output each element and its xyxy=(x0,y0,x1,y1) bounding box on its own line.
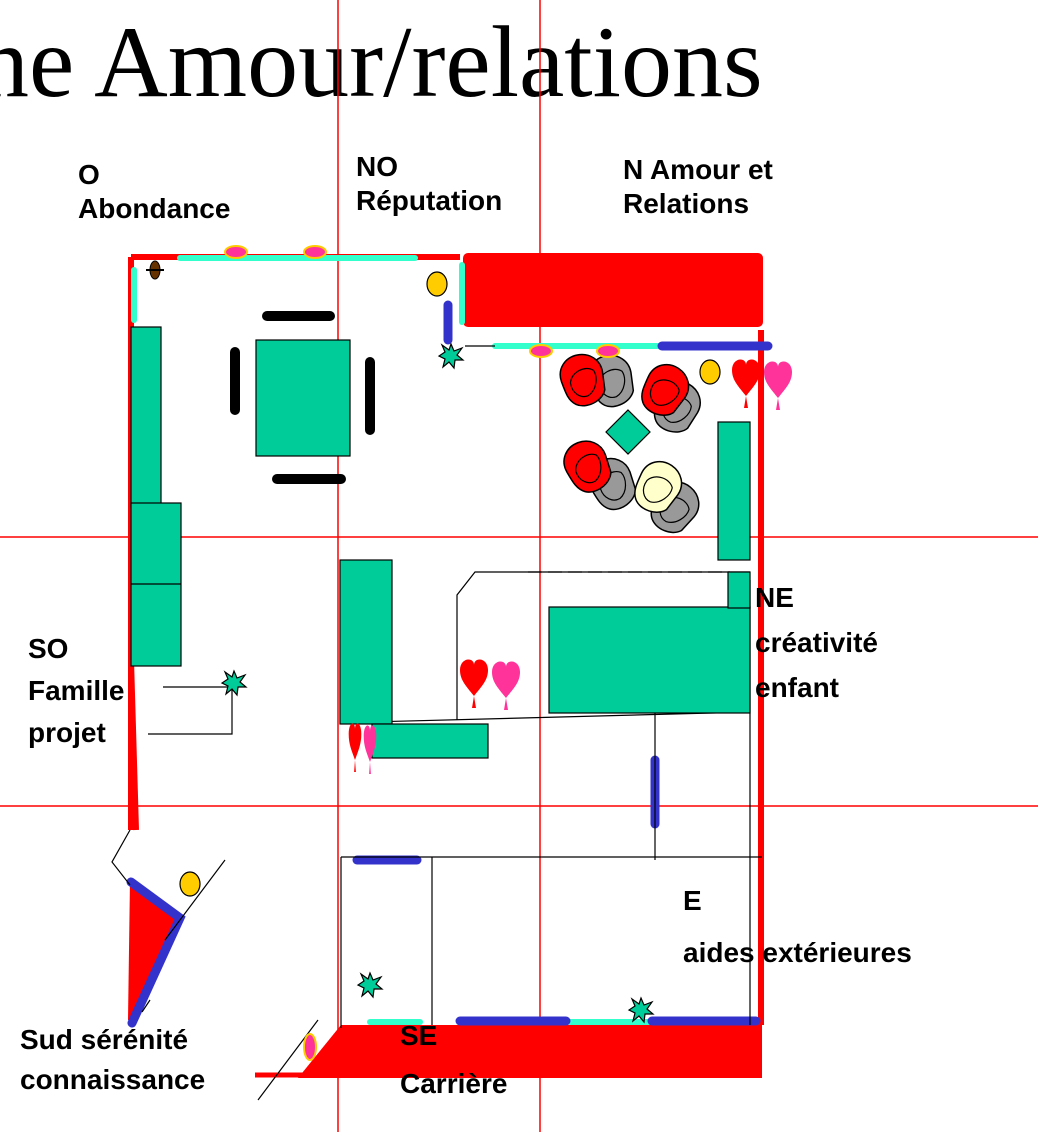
zone-label-o: O Abondance xyxy=(78,158,230,226)
heart-icon xyxy=(732,359,760,408)
mirror-icon xyxy=(529,344,553,358)
plant-icon xyxy=(221,670,247,696)
zone-label-ne: NE créativité enfant xyxy=(755,575,878,710)
windows xyxy=(131,255,663,1025)
zone-se-direction: SE xyxy=(400,1020,438,1051)
zone-so-name: Famille xyxy=(28,675,125,706)
zone-sud-direction: Sud sérénité xyxy=(20,1024,189,1055)
zone-o-name: Abondance xyxy=(78,193,231,224)
dining-chairs xyxy=(230,311,375,484)
mirror-icon xyxy=(596,344,620,358)
lamp-icon xyxy=(179,871,201,897)
zone-label-n: N Amour et Relations xyxy=(623,153,773,221)
plant-icon xyxy=(357,972,383,998)
lamps xyxy=(179,271,721,897)
zone-e-name: aides extérieures xyxy=(683,937,912,968)
zone-label-e: E aides extérieures xyxy=(683,875,912,979)
zone-no-direction: NO xyxy=(356,151,398,182)
zone-n-name: Relations xyxy=(623,188,750,219)
lamp-icon xyxy=(699,359,721,385)
zone-ne-name-2: enfant xyxy=(755,672,839,703)
zone-label-so: SO Famille projet xyxy=(28,628,124,754)
zone-e-direction: E xyxy=(683,885,702,916)
heart-icon xyxy=(764,361,792,410)
zone-ne-name: créativité xyxy=(755,627,878,658)
zone-label-no: NO Réputation xyxy=(356,150,502,218)
heart-icon xyxy=(492,661,520,710)
plant-icon xyxy=(438,343,464,369)
walls xyxy=(128,253,764,1078)
heart-icon xyxy=(460,659,488,708)
zone-no-name: Réputation xyxy=(356,185,503,216)
mirror-icon xyxy=(303,245,327,259)
zone-so-name-2: projet xyxy=(28,717,106,748)
zone-o-direction: O xyxy=(78,159,100,190)
fountain-icon xyxy=(146,260,164,280)
zone-label-se: SE Carrière xyxy=(400,1012,507,1108)
mirror-icon xyxy=(224,245,248,259)
zone-se-name: Carrière xyxy=(400,1068,508,1099)
zone-ne-direction: NE xyxy=(755,582,794,613)
zone-n-direction: N Amour et xyxy=(623,154,773,185)
mirrors xyxy=(224,245,620,1061)
heart-icon xyxy=(348,723,362,772)
lamp-icon xyxy=(426,271,448,297)
mirror-icon xyxy=(303,1033,317,1061)
zone-sud-name: connaissance xyxy=(20,1064,206,1095)
furniture xyxy=(130,326,751,759)
partitions xyxy=(111,345,762,1101)
zone-label-sud: Sud sérénité connaissance xyxy=(20,1020,205,1100)
zone-so-direction: SO xyxy=(28,633,69,664)
page-title: ne Amour/relations xyxy=(0,6,763,119)
